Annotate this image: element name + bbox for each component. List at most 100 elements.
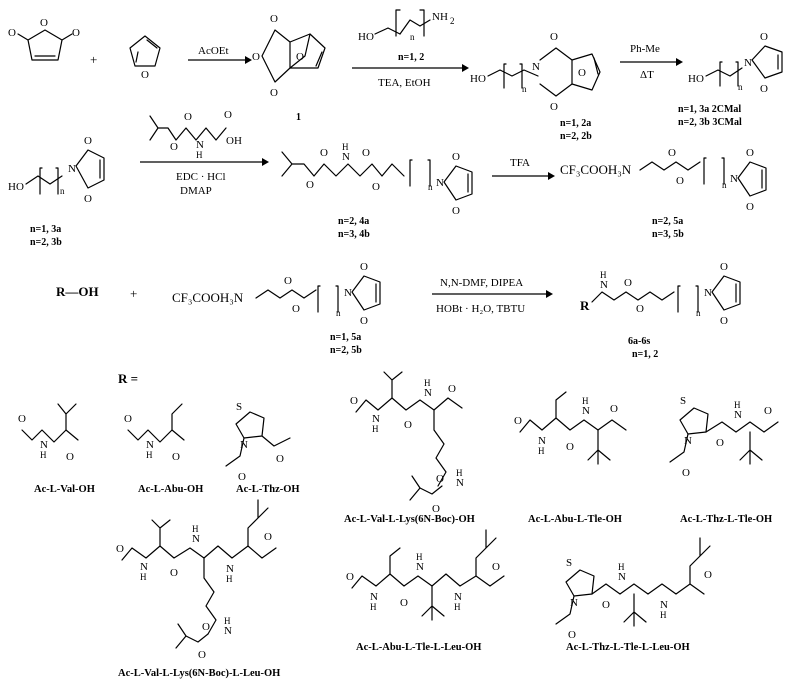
svg-text:O: O xyxy=(432,503,440,515)
compound-2-structure: HO n N O O O xyxy=(470,31,601,113)
compound-1-label: 1 xyxy=(296,112,301,123)
svg-text:N: N xyxy=(734,409,742,421)
svg-text:H: H xyxy=(618,562,625,572)
svg-text:O: O xyxy=(636,303,644,315)
svg-text:O: O xyxy=(578,67,586,79)
svg-text:O: O xyxy=(284,275,292,287)
svg-text:O: O xyxy=(296,51,304,63)
caption-ac-abu-tle: Ac-L-Abu-L-Tle-OH xyxy=(528,514,622,525)
svg-text:H: H xyxy=(454,602,461,612)
svg-text:O: O xyxy=(720,261,728,273)
svg-text:O: O xyxy=(264,531,272,543)
svg-text:O: O xyxy=(436,473,444,485)
svg-text:O: O xyxy=(676,175,684,187)
c3b-label: n=2, 3b 3CMal xyxy=(678,117,742,128)
svg-text:O: O xyxy=(514,415,522,427)
svg-text:O: O xyxy=(224,109,232,121)
svg-text:O: O xyxy=(238,471,246,483)
svg-text:N: N xyxy=(372,413,380,425)
svg-text:O: O xyxy=(720,315,728,327)
svg-text:O: O xyxy=(306,179,314,191)
caption-ac-val-lys-leu: Ac-L-Val-L-Lys(6N-Boc)-L-Leu-OH xyxy=(118,668,280,679)
svg-text:O: O xyxy=(276,453,284,465)
r-structure-ac-val-lys-leu: O N H O N H N H O N H O O xyxy=(116,499,277,661)
salt-formula-row2: CF₃COOH₃N xyxy=(560,162,632,177)
svg-text:N: N xyxy=(684,435,692,447)
svg-text:OH: OH xyxy=(226,135,242,147)
svg-text:S: S xyxy=(566,557,572,569)
svg-text:H: H xyxy=(370,602,377,612)
r-structure-ac-thz-tle-leu: S N O O N H N H O xyxy=(555,537,712,641)
svg-text:N: N xyxy=(68,163,76,175)
svg-text:n: n xyxy=(410,32,415,42)
caption-ac-val: Ac-L-Val-OH xyxy=(34,484,95,495)
svg-text:O: O xyxy=(550,31,558,43)
svg-text:O: O xyxy=(610,403,618,415)
svg-text:O: O xyxy=(116,543,124,555)
svg-text:n: n xyxy=(522,84,527,94)
product-6-structure: R N H O O n N O O xyxy=(580,261,741,327)
svg-text:N: N xyxy=(342,151,350,163)
compound-1-structure: O O O O xyxy=(252,13,326,99)
maleic-anhydride-structure: O O O xyxy=(8,17,80,61)
svg-text:O: O xyxy=(170,141,178,153)
svg-text:HO: HO xyxy=(8,181,24,193)
r-structure-ac-abu: O N H O xyxy=(124,403,185,463)
svg-text:O: O xyxy=(252,51,260,63)
svg-text:N: N xyxy=(730,173,738,185)
amine-n-values: n=1, 2 xyxy=(398,52,424,63)
c5a-label-row2: n=2, 5a xyxy=(652,216,683,227)
r-structure-ac-val: O N H O xyxy=(18,403,79,463)
svg-text:O: O xyxy=(270,13,278,25)
svg-text:N: N xyxy=(140,561,148,573)
svg-text:O: O xyxy=(682,467,690,479)
svg-text:O: O xyxy=(292,303,300,315)
svg-text:HO: HO xyxy=(358,31,374,43)
svg-text:O: O xyxy=(372,181,380,193)
svg-text:H: H xyxy=(226,574,233,584)
arrow-tfa: TFA xyxy=(510,157,530,169)
compound-3-structure: HO n N O O xyxy=(688,31,783,95)
svg-text:O: O xyxy=(452,151,460,163)
svg-text:O: O xyxy=(360,315,368,327)
plus-sign-row3: + xyxy=(130,286,137,301)
svg-text:O: O xyxy=(404,419,412,431)
svg-text:S: S xyxy=(680,395,686,407)
svg-text:O: O xyxy=(566,441,574,453)
svg-text:O: O xyxy=(602,599,610,611)
svg-text:n: n xyxy=(336,308,341,318)
svg-text:N: N xyxy=(538,435,546,447)
svg-text:O: O xyxy=(170,567,178,579)
svg-text:N: N xyxy=(660,599,668,611)
svg-text:O: O xyxy=(84,135,92,147)
svg-text:O: O xyxy=(346,571,354,583)
svg-text:O: O xyxy=(184,111,192,123)
svg-text:H: H xyxy=(342,142,349,152)
furan-structure: O xyxy=(129,35,161,81)
svg-text:N: N xyxy=(224,625,232,637)
svg-text:n: n xyxy=(696,308,701,318)
svg-text:O: O xyxy=(320,147,328,159)
arrow3-solvent: Ph-Me xyxy=(630,43,660,55)
svg-text:N: N xyxy=(370,591,378,603)
caption-ac-val-lys: Ac-L-Val-L-Lys(6N-Boc)-OH xyxy=(344,514,475,525)
product-n: n=1, 2 xyxy=(632,349,658,360)
caption-ac-thz-tle: Ac-L-Thz-L-Tle-OH xyxy=(680,514,772,525)
svg-text:2: 2 xyxy=(450,16,455,26)
svg-text:N: N xyxy=(344,287,352,299)
svg-text:H: H xyxy=(192,524,199,534)
svg-text:N: N xyxy=(196,139,204,151)
product-label: 6a-6s xyxy=(628,336,650,347)
svg-text:O: O xyxy=(760,83,768,95)
svg-text:O: O xyxy=(360,261,368,273)
svg-text:H: H xyxy=(224,616,231,626)
c5a-label-row3: n=1, 5a xyxy=(330,332,361,343)
svg-text:H: H xyxy=(372,424,379,434)
svg-text:O: O xyxy=(624,277,632,289)
compound-5-structure: O O n N O O xyxy=(639,147,767,213)
svg-text:H: H xyxy=(140,572,147,582)
boc-glycine-structure: O O N H O OH xyxy=(149,109,242,160)
svg-text:N: N xyxy=(40,439,48,451)
svg-text:N: N xyxy=(416,561,424,573)
svg-text:O: O xyxy=(448,383,456,395)
